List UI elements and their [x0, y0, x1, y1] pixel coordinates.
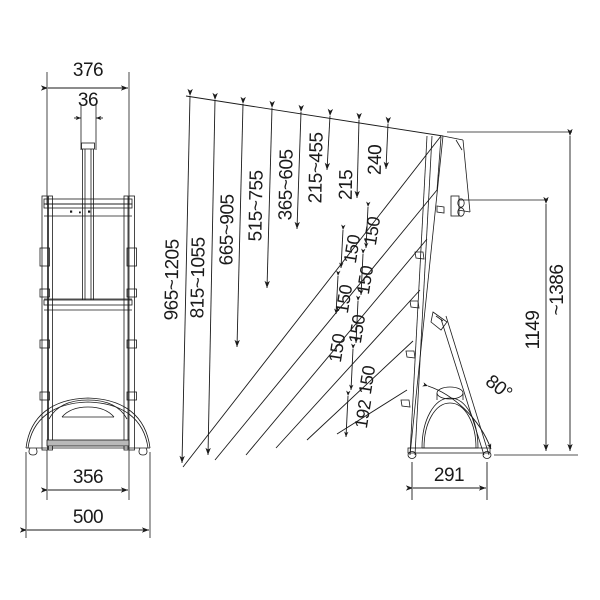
- dim-label-rung-1: 150: [360, 215, 384, 247]
- dim-label-215-455: 215~455: [305, 132, 327, 203]
- dim-label-rung-3: 150: [353, 264, 377, 296]
- side-view-geometry: [400, 131, 578, 459]
- dim-label-80deg: 80°: [481, 371, 515, 404]
- side-view-dimension-lines: [179, 88, 573, 500]
- dim-label-500: 500: [73, 507, 103, 528]
- dim-label-rung-2: 150: [340, 233, 364, 265]
- front-view-geometry: [25, 72, 151, 538]
- dim-label-rung-4: 150: [332, 283, 356, 315]
- dim-label-515-755: 515~755: [245, 170, 267, 241]
- dim-label-356: 356: [73, 467, 103, 488]
- dim-label-rung-6: 150: [325, 332, 349, 364]
- dimension-labels: 376 36 356 500 965~1205 815~1055 665~905…: [73, 60, 568, 528]
- front-view-dimension-lines: [19, 85, 149, 533]
- dim-label-1149: 1149: [523, 311, 544, 350]
- dim-label-376: 376: [73, 60, 103, 81]
- dim-label-1386: ~1386: [547, 265, 568, 316]
- dim-label-215: 215: [336, 170, 358, 201]
- dim-label-965-1205: 965~1205: [161, 239, 183, 320]
- dim-label-815-1055: 815~1055: [187, 237, 209, 318]
- dim-label-240: 240: [365, 145, 387, 176]
- dim-label-rung-7: 150: [355, 364, 379, 396]
- dim-label-rung-5: 150: [345, 313, 369, 345]
- dim-label-36: 36: [78, 90, 98, 111]
- dim-label-192: 192: [351, 398, 375, 430]
- dim-label-291: 291: [434, 465, 464, 486]
- dim-label-665-905: 665~905: [216, 194, 238, 265]
- dim-label-365-605: 365~605: [275, 149, 297, 220]
